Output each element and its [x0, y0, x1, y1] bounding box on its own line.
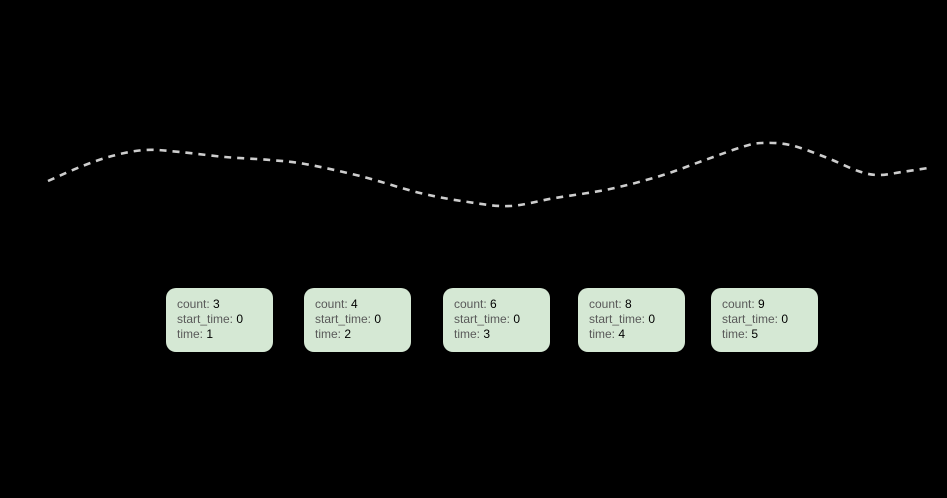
time-label: time:: [315, 327, 342, 341]
node-line-count: count: 8: [589, 297, 674, 312]
node-line-time: time: 4: [589, 327, 674, 342]
start-time-label: start_time:: [315, 312, 372, 326]
start-time-label: start_time:: [722, 312, 779, 326]
node-line-time: time: 5: [722, 327, 807, 342]
state-node[interactable]: count: 9 start_time: 0 time: 5: [711, 288, 818, 352]
start-time-value: 0: [648, 312, 656, 326]
state-node[interactable]: count: 4 start_time: 0 time: 2: [304, 288, 411, 352]
node-line-start-time: start_time: 0: [589, 312, 674, 327]
node-line-time: time: 2: [315, 327, 400, 342]
count-label: count:: [589, 297, 622, 311]
time-label: time:: [177, 327, 204, 341]
count-label: count:: [722, 297, 755, 311]
start-time-label: start_time:: [454, 312, 511, 326]
node-line-time: time: 1: [177, 327, 262, 342]
start-time-value: 0: [513, 312, 521, 326]
node-line-count: count: 6: [454, 297, 539, 312]
count-value: 4: [351, 297, 358, 311]
node-line-count: count: 4: [315, 297, 400, 312]
time-value: 2: [344, 327, 352, 341]
count-value: 6: [490, 297, 497, 311]
count-label: count:: [177, 297, 210, 311]
node-line-start-time: start_time: 0: [177, 312, 262, 327]
time-value: 4: [618, 327, 626, 341]
start-time-value: 0: [374, 312, 382, 326]
state-node[interactable]: count: 8 start_time: 0 time: 4: [578, 288, 685, 352]
node-line-count: count: 3: [177, 297, 262, 312]
time-label: time:: [454, 327, 481, 341]
count-value: 9: [758, 297, 765, 311]
count-label: count:: [454, 297, 487, 311]
count-label: count:: [315, 297, 348, 311]
time-value: 5: [751, 327, 759, 341]
time-label: time:: [722, 327, 749, 341]
count-value: 8: [625, 297, 632, 311]
start-time-value: 0: [781, 312, 789, 326]
node-line-time: time: 3: [454, 327, 539, 342]
state-node[interactable]: count: 3 start_time: 0 time: 1: [166, 288, 273, 352]
state-node[interactable]: count: 6 start_time: 0 time: 3: [443, 288, 550, 352]
node-line-count: count: 9: [722, 297, 807, 312]
node-line-start-time: start_time: 0: [454, 312, 539, 327]
start-time-value: 0: [236, 312, 244, 326]
start-time-label: start_time:: [177, 312, 234, 326]
dashed-curve-path: [47, 141, 929, 208]
time-label: time:: [589, 327, 616, 341]
count-value: 3: [213, 297, 220, 311]
time-value: 1: [206, 327, 214, 341]
time-value: 3: [483, 327, 491, 341]
node-line-start-time: start_time: 0: [315, 312, 400, 327]
node-line-start-time: start_time: 0: [722, 312, 807, 327]
start-time-label: start_time:: [589, 312, 646, 326]
